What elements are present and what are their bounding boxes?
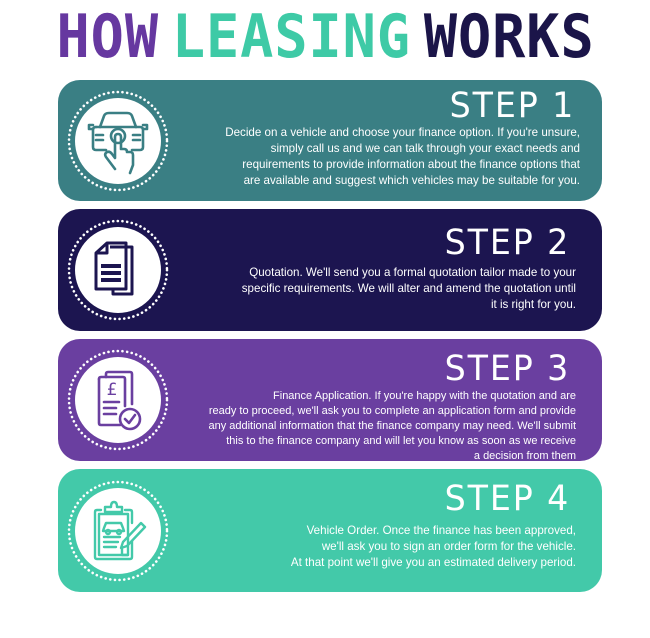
svg-text:£: £ [107,380,118,400]
step-1-card: STEP 1 Decide on a vehicle and choose yo… [58,80,602,201]
step-1-description: Decide on a vehicle and choose your fina… [225,126,580,187]
step-3-title: STEP 3 [444,349,570,389]
title-word-leasing: LEASING [171,2,411,72]
car-touch-icon [66,89,170,193]
step-3-card: £ STEP 3 Finance Application. If you're … [58,339,602,462]
step-4-card: STEP 4 Vehicle Order. Once the finance h… [58,469,602,592]
vehicle-order-clipboard-icon [66,479,170,583]
documents-icon [66,218,170,322]
step-2-title: STEP 2 [444,223,570,263]
step-4-title: STEP 4 [444,479,570,519]
step-1-title: STEP 1 [449,86,575,126]
finance-application-icon: £ [66,348,170,452]
step-2-description: Quotation. We'll send you a formal quota… [241,266,576,311]
step-4-description: Vehicle Order. Once the finance has been… [290,524,576,569]
step-2-card: STEP 2 Quotation. We'll send you a forma… [58,209,602,331]
title-word-how: HOW [56,2,159,72]
step-3-description: Finance Application. If you're happy wit… [208,390,576,462]
title-word-works: WORKS [423,2,595,72]
